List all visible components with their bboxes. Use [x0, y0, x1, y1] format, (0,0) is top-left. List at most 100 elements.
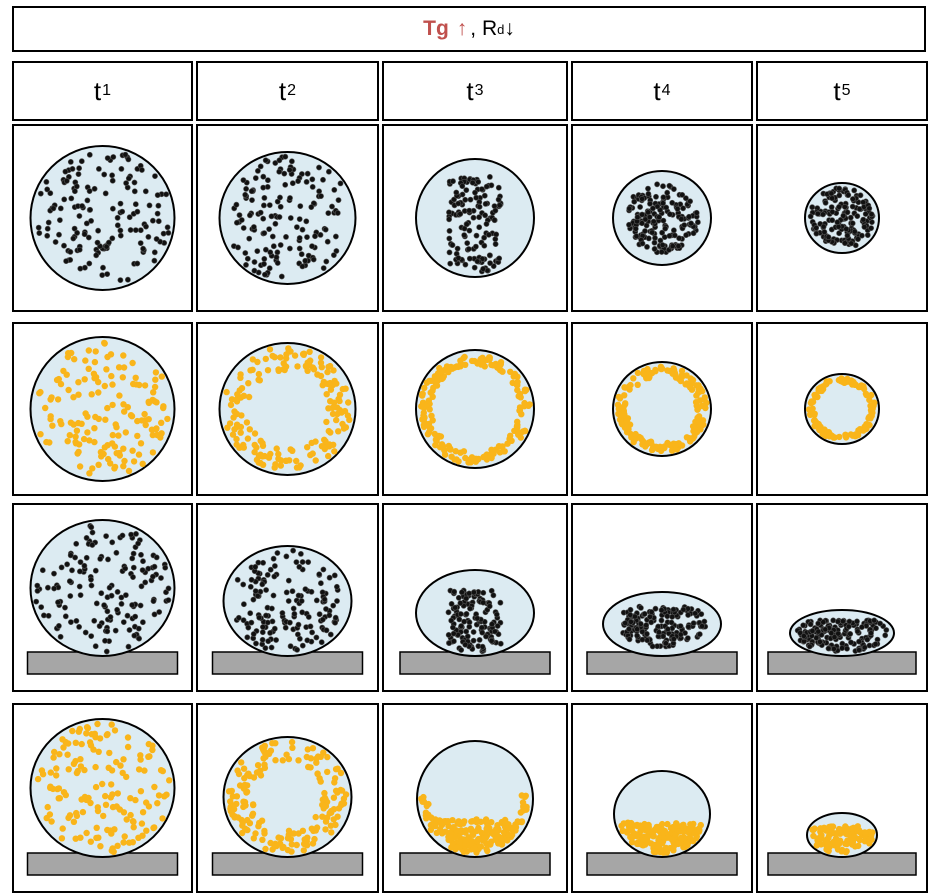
particle [259, 744, 265, 750]
particle [105, 629, 110, 634]
particle [125, 613, 130, 618]
droplet-diagram [198, 324, 377, 494]
particle [95, 835, 101, 841]
column-header-subscript: 4 [662, 82, 671, 100]
particle [90, 530, 95, 535]
particle [456, 595, 461, 600]
particle [80, 203, 85, 208]
particle [115, 589, 120, 594]
particle [300, 828, 306, 834]
particle [253, 176, 258, 181]
particle [442, 452, 448, 458]
particle [659, 249, 664, 254]
particle [250, 802, 256, 808]
particle [150, 574, 155, 579]
particle [810, 628, 815, 633]
particle [467, 256, 472, 261]
particle [428, 827, 434, 833]
particle [304, 219, 309, 224]
particle [253, 564, 258, 569]
particle [102, 444, 108, 450]
particle [863, 211, 868, 216]
particle [67, 432, 73, 438]
particle [306, 560, 311, 565]
particle [146, 234, 151, 239]
particle [458, 601, 463, 606]
particle [269, 740, 275, 746]
particle [110, 540, 115, 545]
particle [665, 627, 670, 632]
particle [38, 191, 43, 196]
particle [481, 266, 486, 271]
particle [58, 634, 63, 639]
particle [244, 186, 249, 191]
particle [328, 632, 333, 637]
particle [651, 219, 656, 224]
particle [119, 601, 124, 606]
particle [102, 603, 107, 608]
particle [285, 847, 291, 853]
particle [239, 217, 244, 222]
particle [446, 610, 451, 615]
particle [849, 840, 855, 846]
particle [626, 222, 631, 227]
particle [512, 371, 518, 377]
particle [696, 386, 702, 392]
particle [291, 606, 296, 611]
particle [448, 261, 453, 266]
particle [261, 203, 266, 208]
particle [156, 219, 161, 224]
particle [96, 749, 102, 755]
particle [283, 625, 288, 630]
particle [263, 158, 268, 163]
particle [329, 204, 334, 209]
particle [811, 392, 817, 398]
particle [297, 636, 302, 641]
particle [264, 587, 269, 592]
particle [132, 633, 137, 638]
particle [868, 631, 873, 636]
particle [861, 386, 867, 392]
particle [835, 619, 840, 624]
particle [260, 443, 266, 449]
particle [492, 218, 497, 223]
particle [136, 626, 141, 631]
particle [109, 440, 115, 446]
particle [244, 419, 250, 425]
particle [137, 756, 143, 762]
particle [484, 221, 489, 226]
particle [284, 554, 289, 559]
particle [68, 620, 73, 625]
particle [265, 620, 270, 625]
particle [434, 830, 440, 836]
particle [458, 211, 463, 216]
particle [452, 589, 457, 594]
particle [120, 533, 125, 538]
particle [36, 225, 41, 230]
particle [35, 583, 40, 588]
particle [487, 604, 492, 609]
particle [657, 215, 662, 220]
particle [108, 373, 114, 379]
particle [336, 398, 342, 404]
particle [37, 231, 42, 236]
particle [675, 206, 680, 211]
particle [241, 178, 246, 183]
particle [296, 179, 301, 184]
particle [76, 172, 81, 177]
particle [482, 830, 488, 836]
particle [234, 441, 240, 447]
particle [263, 247, 268, 252]
particle [318, 354, 324, 360]
particle [467, 606, 472, 611]
particle [652, 235, 657, 240]
particle [68, 420, 74, 426]
particle [527, 401, 533, 407]
particle [247, 367, 253, 373]
particle [300, 264, 305, 269]
particle [447, 250, 452, 255]
particle [110, 173, 115, 178]
particle [307, 358, 313, 364]
particle [696, 404, 702, 410]
particle [697, 426, 703, 432]
